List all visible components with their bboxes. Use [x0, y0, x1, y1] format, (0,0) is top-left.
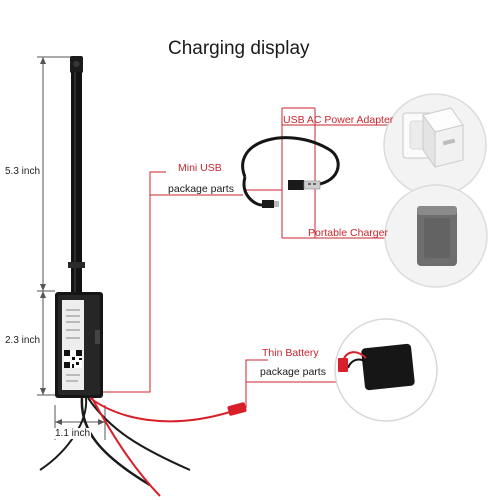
- dimension-label-top-length: 5.3 inch: [4, 166, 42, 177]
- callout-mini-usb: Mini USB: [178, 162, 222, 174]
- camera-module: [55, 56, 103, 398]
- module-cables: [39, 397, 247, 497]
- callout-lines: [103, 107, 388, 408]
- callout-usb-ac-adapter: USB AC Power Adapter: [283, 114, 394, 126]
- thin-battery-image: [334, 318, 438, 422]
- usb-ac-adapter-image: [383, 93, 487, 197]
- dimension-arrows: [40, 57, 105, 425]
- diagram-title: Charging display: [168, 38, 310, 59]
- callout-thin-battery: Thin Battery: [262, 347, 319, 359]
- mini-usb-cable: [241, 136, 340, 208]
- portable-charger-image: [384, 184, 488, 288]
- callout-thin-battery-sub: package parts: [260, 366, 326, 378]
- callout-portable-charger: Portable Charger: [308, 227, 388, 239]
- dimension-label-module-height: 2.3 inch: [4, 335, 42, 346]
- callout-mini-usb-sub: package parts: [168, 183, 234, 195]
- dimension-lines: [37, 56, 106, 440]
- dimension-label-module-width: 1.1 inch: [54, 428, 92, 439]
